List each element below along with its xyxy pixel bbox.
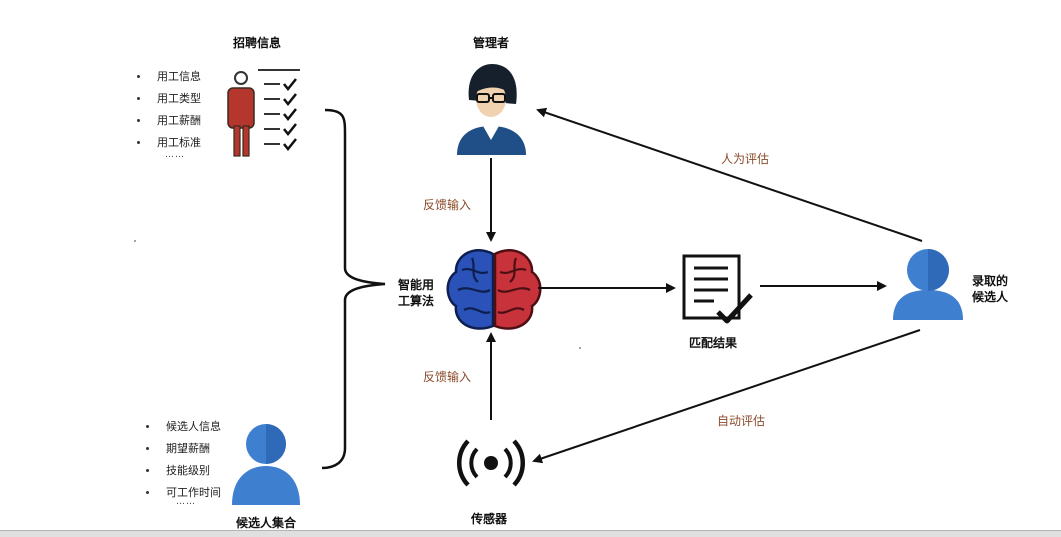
recruit-info-title: 招聘信息 xyxy=(233,36,282,50)
manager-label: 管理者 xyxy=(473,36,510,50)
bottom-edge-strip xyxy=(0,530,1061,537)
candidates-item: 可工作时间 xyxy=(146,486,221,508)
human-eval-label: 人为评估 xyxy=(721,152,770,166)
algorithm-label-line1: 智能用 xyxy=(398,278,435,292)
candidates-person-icon xyxy=(232,424,300,505)
sensor-icon xyxy=(457,439,525,487)
recruit-info-list: 用工信息 用工类型 用工薪酬 用工标准 xyxy=(137,70,201,158)
candidates-more: …… xyxy=(176,497,196,507)
recruit-info-item: 用工类型 xyxy=(137,92,201,114)
grouping-brace xyxy=(321,108,386,470)
arrow-hired-to-sensor xyxy=(532,329,921,464)
recruit-info-item: 用工信息 xyxy=(137,70,201,92)
recruit-info-item: 用工薪酬 xyxy=(137,114,201,136)
feedback-input-bottom-label: 反馈输入 xyxy=(423,370,472,384)
candidates-item: 技能级别 xyxy=(146,464,221,486)
candidates-item: 候选人信息 xyxy=(146,420,221,442)
recruit-info-item: 用工标准 xyxy=(137,136,201,158)
hired-label-line1: 录取的 xyxy=(972,274,1009,288)
auto-eval-label: 自动评估 xyxy=(717,414,766,428)
stray-dot xyxy=(579,347,581,349)
hired-label-line2: 候选人 xyxy=(972,290,1009,304)
algorithm-label-line2: 工算法 xyxy=(398,294,435,308)
recruit-info-more: …… xyxy=(165,150,185,160)
candidates-list: 候选人信息 期望薪酬 技能级别 可工作时间 xyxy=(146,420,221,508)
candidates-item: 期望薪酬 xyxy=(146,442,221,464)
match-result-document-icon xyxy=(682,254,753,324)
feedback-input-top-label: 反馈输入 xyxy=(423,198,472,212)
match-result-label: 匹配结果 xyxy=(689,336,738,350)
manager-person-icon xyxy=(457,64,526,155)
arrow-hired-to-manager xyxy=(536,107,923,242)
candidates-title: 候选人集合 xyxy=(236,516,297,530)
brain-icon xyxy=(446,248,542,330)
stray-dot xyxy=(134,240,136,242)
recruit-info-icon xyxy=(227,69,300,157)
hired-candidate-person-icon xyxy=(893,249,963,320)
sensor-label: 传感器 xyxy=(471,512,508,526)
